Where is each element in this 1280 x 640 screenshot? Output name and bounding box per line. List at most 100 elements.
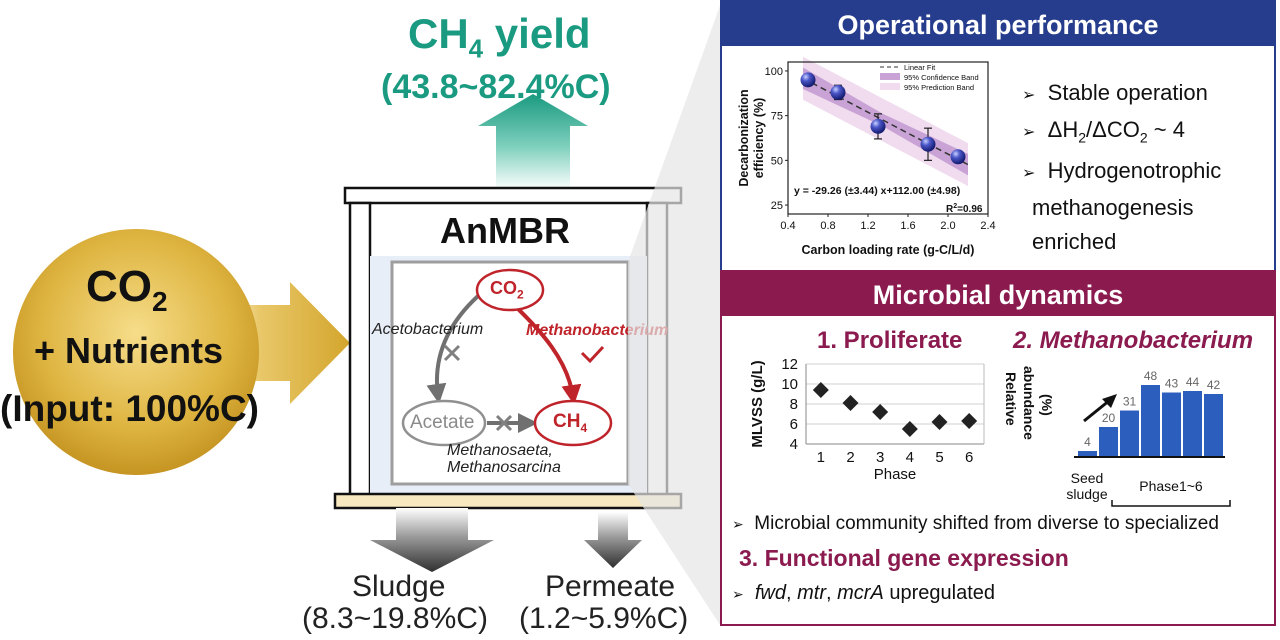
bullet-ratio-e: ~ 4 bbox=[1147, 117, 1185, 142]
data-point bbox=[920, 136, 936, 152]
bar-value-label: 4 bbox=[1084, 435, 1091, 449]
subheading-gene: 3. Functional gene expression bbox=[739, 545, 1069, 571]
input-label: (Input: 100%C) bbox=[0, 388, 259, 429]
phase-label: Phase1~6 bbox=[1139, 478, 1203, 494]
bullet-methanogenesis: methanogenesis bbox=[1032, 195, 1194, 221]
bar-value-label: 42 bbox=[1207, 378, 1221, 392]
shift-bullet: ➢ Microbial community shifted from diver… bbox=[732, 513, 1219, 534]
co2-node-main: CO bbox=[490, 278, 517, 298]
legend-conf: 95% Confidence Band bbox=[904, 73, 979, 82]
bullet-hydro-text: Hydrogenotrophic bbox=[1047, 158, 1222, 184]
subheading-methanobacterium: 2. Methanobacterium bbox=[1013, 327, 1254, 354]
input-nutrients: + Nutrients bbox=[34, 330, 224, 371]
linear-fit-line bbox=[802, 77, 969, 166]
co2-node-sub: 2 bbox=[517, 287, 524, 302]
bar bbox=[1162, 392, 1181, 457]
y-tick-label: 6 bbox=[790, 416, 798, 433]
bar-value-label: 43 bbox=[1165, 377, 1179, 391]
permeate-down-arrow bbox=[584, 512, 642, 568]
methanosarcina-label: Methanosarcina bbox=[447, 459, 561, 476]
y-tick-label: 100 bbox=[765, 66, 783, 78]
ch4-node-sub: 4 bbox=[580, 420, 588, 435]
y-tick-label: 75 bbox=[771, 111, 783, 123]
y-tick-label: 10 bbox=[781, 376, 798, 393]
x-tick-label: 4 bbox=[906, 449, 914, 466]
gene-mcra: mcrA bbox=[837, 582, 884, 604]
acetogenesis-arrow bbox=[426, 294, 480, 404]
bar bbox=[1120, 410, 1139, 457]
bullet-stable: ➢ Stable operation bbox=[1022, 80, 1208, 105]
gene-sep2: , bbox=[826, 582, 838, 604]
subheading-proliferate: 1. Proliferate bbox=[817, 327, 963, 354]
input-co2: CO2 bbox=[86, 262, 168, 318]
phase-bracket bbox=[1111, 500, 1231, 507]
bar-value-label: 31 bbox=[1123, 395, 1137, 409]
data-point bbox=[870, 118, 886, 134]
sludge-label: Sludge bbox=[352, 570, 446, 603]
bar-value-label: 20 bbox=[1102, 411, 1116, 425]
bullet-ratio: ➢ ΔH2/ΔCO2 ~ 4 bbox=[1022, 117, 1185, 146]
data-point bbox=[950, 149, 966, 165]
bar bbox=[1141, 385, 1160, 457]
gene-fwd: fwd bbox=[754, 582, 786, 604]
shift-text: Microbial community shifted from diverse… bbox=[754, 513, 1219, 534]
bar-value-label: 48 bbox=[1144, 369, 1158, 383]
trend-arrow-line bbox=[1083, 398, 1111, 423]
y-axis-label-3: (%) bbox=[1039, 394, 1055, 416]
data-point bbox=[812, 382, 829, 398]
data-point bbox=[931, 414, 948, 430]
ch4-node bbox=[533, 399, 613, 447]
input-co2-sub: 2 bbox=[152, 285, 168, 317]
legend-pred: 95% Prediction Band bbox=[904, 83, 974, 92]
data-point bbox=[872, 404, 889, 420]
y-axis-label: MLVSS (g/L) bbox=[749, 360, 766, 447]
co2-node bbox=[475, 268, 545, 312]
x-tick-label: 1 bbox=[817, 449, 825, 466]
panel-microbial-header: Microbial dynamics bbox=[722, 272, 1274, 316]
check-mark bbox=[580, 345, 605, 364]
y-tick-label: 12 bbox=[781, 356, 798, 373]
co2-node-label: CO2 bbox=[490, 278, 524, 302]
y-tick-label: 50 bbox=[771, 155, 783, 167]
yield-title-main: CH bbox=[408, 10, 469, 57]
data-point bbox=[830, 84, 846, 100]
data-point bbox=[800, 72, 816, 88]
y-tick-label: 25 bbox=[771, 200, 783, 212]
yield-up-arrow bbox=[478, 94, 588, 190]
ch4-node-label: CH4 bbox=[553, 411, 587, 435]
y-axis-label-1: Decarbonization bbox=[737, 89, 751, 186]
plot-frame bbox=[787, 61, 989, 215]
x-tick-label: 0.8 bbox=[820, 220, 835, 232]
y-tick-label: 4 bbox=[790, 436, 798, 453]
reactor-title: AnMBR bbox=[440, 210, 570, 251]
gene-mtr: mtr bbox=[797, 582, 826, 604]
acetate-node-label: Acetate bbox=[410, 412, 475, 433]
x-axis-label: Carbon loading rate (g-C/L/d) bbox=[802, 243, 975, 257]
bullet-stable-text: Stable operation bbox=[1047, 80, 1208, 105]
x-tick-label: 6 bbox=[965, 449, 973, 466]
legend-conf-swatch bbox=[880, 73, 900, 80]
gene-bullet: ➢ fwd, mtr, mcrA upregulated bbox=[732, 582, 995, 604]
x-axis-label: Phase bbox=[874, 466, 917, 483]
data-point bbox=[842, 395, 859, 411]
input-co2-main: CO bbox=[86, 262, 152, 311]
bar bbox=[1204, 394, 1223, 457]
methanogenesis-arrow bbox=[513, 304, 582, 405]
legend-fit: Linear Fit bbox=[904, 63, 936, 72]
y-axis-label-2: abundance bbox=[1021, 366, 1037, 440]
gene-sep1: , bbox=[785, 582, 798, 604]
bullet-ratio-d: 2 bbox=[1139, 129, 1148, 146]
permeate-range: (1.2~5.9%C) bbox=[519, 602, 689, 635]
bullet-ratio-a: ΔH bbox=[1047, 117, 1079, 142]
seed-label-1: Seed bbox=[1071, 470, 1104, 486]
x-tick-label: 2.0 bbox=[940, 220, 955, 232]
acetate-node bbox=[401, 399, 487, 447]
panel-operational: Operational performance bbox=[720, 0, 1276, 276]
panel-operational-header: Operational performance bbox=[722, 2, 1274, 46]
x-tick-label: 5 bbox=[935, 449, 943, 466]
cross-mark-2 bbox=[495, 414, 513, 432]
x-tick-label: 2 bbox=[846, 449, 854, 466]
